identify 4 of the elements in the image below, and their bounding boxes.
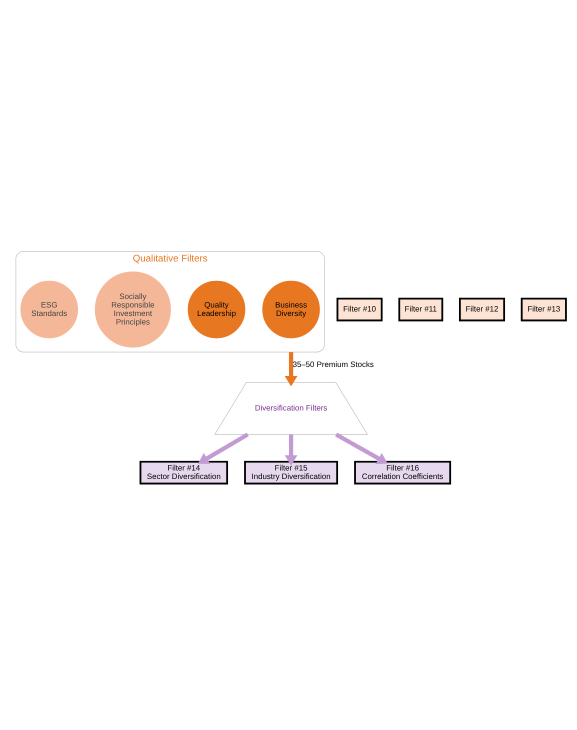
arrow: [284, 434, 298, 466]
arrow: [335, 432, 388, 464]
arrow: [284, 352, 298, 386]
arrow: [198, 432, 249, 464]
